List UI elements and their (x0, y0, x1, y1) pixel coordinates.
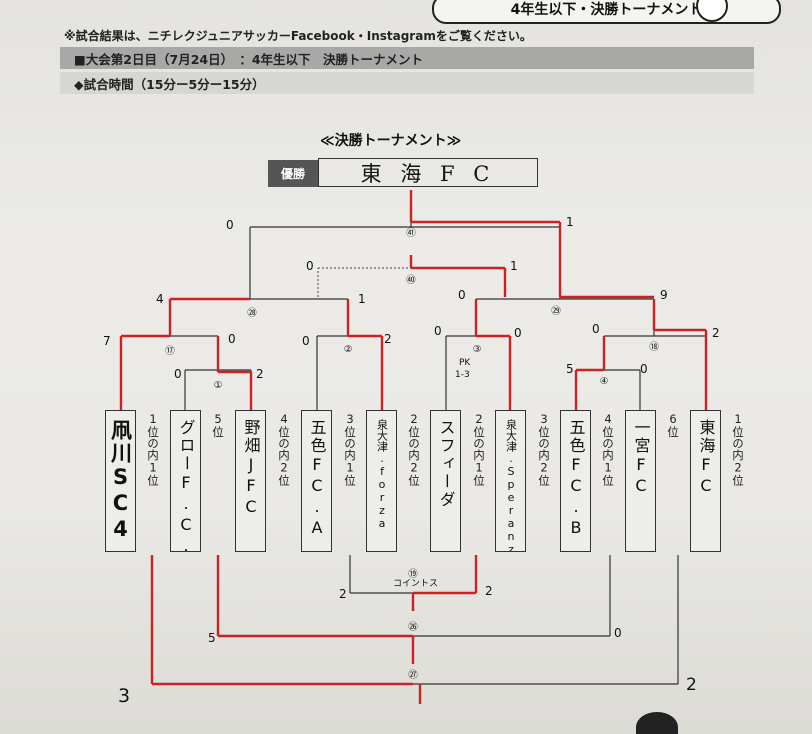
team-box: 野畑JFC (235, 410, 266, 552)
match-2: ② (344, 344, 353, 355)
team-box: 東海FC (690, 410, 721, 552)
seed-label: 4位の内1位 (601, 412, 615, 486)
score: 5 (208, 631, 216, 645)
score: 0 (640, 362, 648, 376)
match-time-bar: ◆試合時間（15分ー5分ー15分） (60, 72, 754, 94)
match-26: ㉖ (408, 622, 418, 633)
match-19: ⑲ (408, 569, 418, 580)
score: 0 (302, 334, 310, 348)
match-40: ㊵ (406, 275, 416, 286)
team-box: 泉大津.Speranza (495, 410, 526, 552)
team-box: 五色FC.B (560, 410, 591, 552)
score: 0 (306, 259, 314, 273)
score: 0 (228, 332, 236, 346)
score: 1 (510, 259, 518, 273)
bracket-title: ≪決勝トーナメント≫ (320, 133, 462, 149)
seed-label: 2位の内1位 (472, 412, 486, 486)
score: 3 (118, 685, 130, 707)
match-17: ⑰ (165, 346, 175, 357)
seed-label: 1位の内2位 (731, 412, 745, 486)
pk-label: PK (459, 358, 471, 368)
score: 5 (566, 362, 574, 376)
match-29: ㉙ (551, 306, 561, 317)
team-box: 五色FC.A (301, 410, 332, 552)
score: 1 (566, 215, 574, 229)
mascot-icon (636, 712, 678, 734)
team-box: 凧川SC4 (105, 410, 136, 552)
seed-label: 4位の内2位 (277, 412, 291, 486)
score: 1 (358, 292, 366, 306)
match-41: ㊶ (406, 228, 416, 239)
winner-red-lines (119, 190, 708, 704)
seed-label: 1位の内1位 (146, 412, 160, 486)
team-box: 一宮FC (625, 410, 656, 552)
team-box: グローF.C. (170, 410, 201, 552)
match-numbers: ㊶ ㊵ ㉘ ㉙ ⑰ ① ② ③ ⑱ ④ ⑲ ㉖ ㉗ (165, 228, 659, 681)
match-4: ④ (600, 376, 609, 387)
pk-score: 1-3 (455, 370, 470, 380)
scores: 0 1 0 1 4 1 0 9 7 0 0 2 0 2 0 0 PK 1-3 0… (103, 215, 720, 707)
score: 0 (514, 326, 522, 340)
score: 0 (174, 367, 182, 381)
match-27: ㉗ (408, 670, 418, 681)
results-note: ※試合結果は、ニチレクジュニアサッカーFacebook・Instagramをご覧… (64, 29, 532, 43)
score: 2 (339, 587, 347, 601)
score: 0 (226, 218, 234, 232)
match-28: ㉘ (247, 308, 257, 319)
score: 2 (485, 584, 493, 598)
match-1: ① (214, 380, 223, 391)
score: 9 (660, 288, 668, 302)
score: 0 (592, 322, 600, 336)
seed-label: 3位の内2位 (537, 412, 551, 486)
event-day-bar: ■大会第2日目（7月24日） ：4年生以下 決勝トーナメント (60, 47, 754, 69)
match-3: ③ (473, 344, 482, 355)
soccer-ball-icon (696, 0, 728, 22)
score: 0 (614, 626, 622, 640)
score: 0 (458, 288, 466, 302)
coin-toss-note: コイントス (393, 579, 438, 589)
score: 4 (156, 292, 164, 306)
match-18: ⑱ (649, 342, 659, 353)
seed-label: 2位の内2位 (407, 412, 421, 486)
seed-label: 6位 (666, 412, 680, 438)
seed-label: 3位の内1位 (343, 412, 357, 486)
champion-name: 東 海 F C (318, 158, 538, 187)
score: 0 (434, 324, 442, 338)
team-box: スフィーダ (430, 410, 461, 552)
champion-label: 優勝 (268, 160, 318, 187)
seed-label: 5位 (211, 412, 225, 438)
score: 2 (712, 326, 720, 340)
score: 7 (103, 334, 111, 348)
score: 2 (256, 367, 264, 381)
score: 2 (686, 675, 697, 695)
team-box: 泉大津.forza (366, 410, 397, 552)
score: 2 (384, 332, 392, 346)
